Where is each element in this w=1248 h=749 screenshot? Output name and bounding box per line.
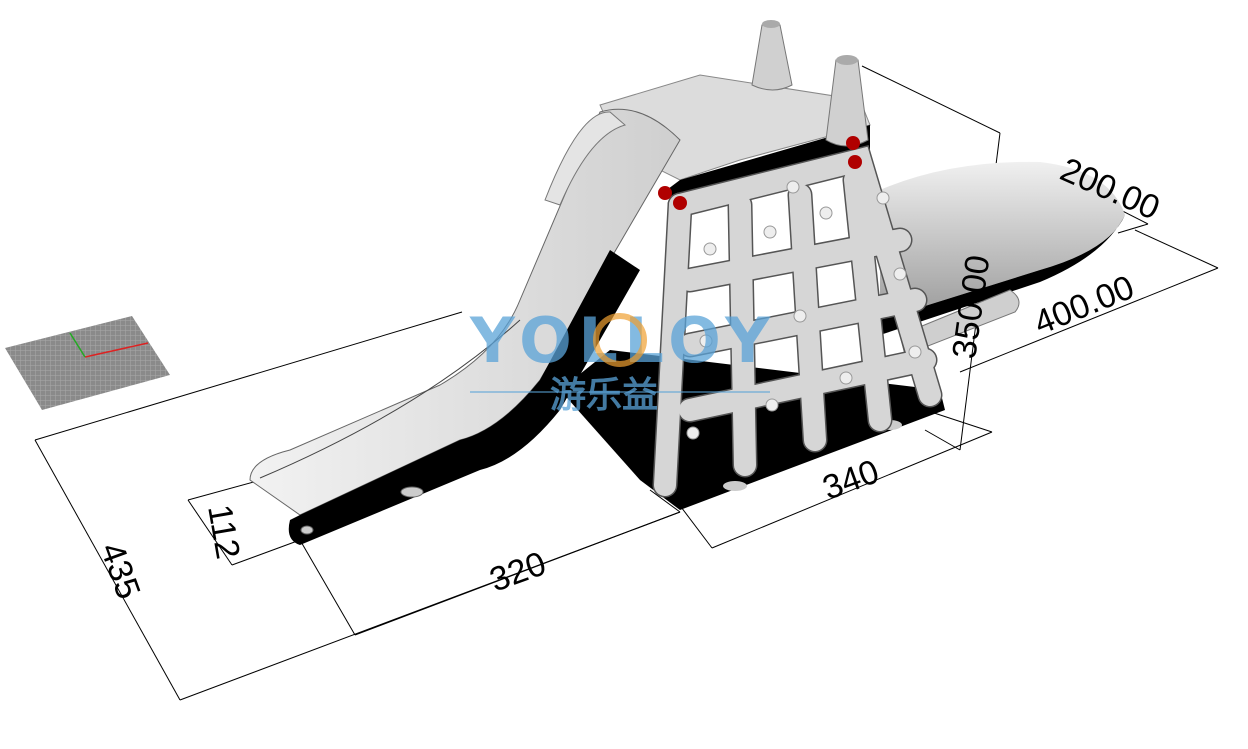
top-cone-posts xyxy=(751,20,869,147)
dimension-340: 340 xyxy=(818,452,884,507)
slide xyxy=(249,108,681,545)
dimension-112: 112 xyxy=(200,502,247,562)
rear-inflatable-tube xyxy=(880,161,1125,356)
dimension-320: 320 xyxy=(485,544,551,599)
handles xyxy=(686,180,922,440)
svg-text:游乐益: 游乐益 xyxy=(550,375,658,416)
dimension-435: 435 xyxy=(92,538,147,604)
dimension-lines xyxy=(34,65,1219,701)
climbing-frame xyxy=(652,136,943,498)
valves xyxy=(658,136,862,210)
construction-plane xyxy=(5,316,170,410)
